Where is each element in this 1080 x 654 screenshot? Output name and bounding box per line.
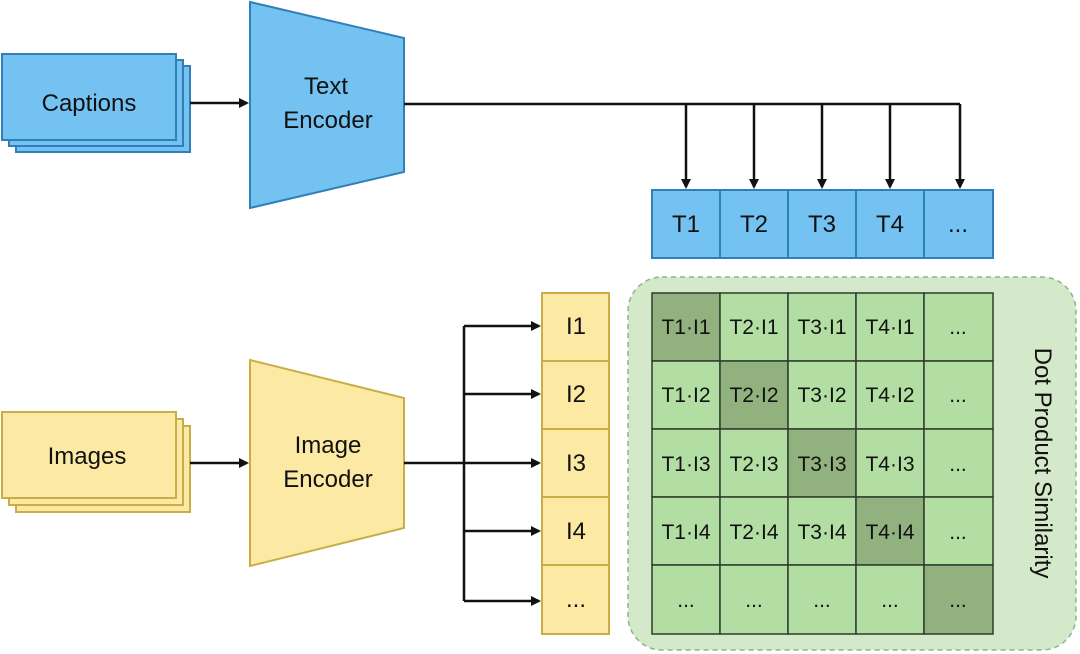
matrix-cell	[923, 428, 994, 498]
matrix-cell-label: T4·I2	[865, 384, 914, 407]
text-encoder-shape	[249, 0, 405, 210]
text-encoder-line2: Encoder	[283, 107, 372, 134]
image-token-i1: I1	[566, 313, 586, 340]
matrix-cell-label: T3·I1	[797, 316, 846, 339]
text-token-cell	[719, 189, 789, 259]
image-encoder-line2: Encoder	[283, 466, 372, 493]
text-encoder: Text Encoder	[249, 0, 405, 210]
matrix-cell	[651, 360, 721, 430]
image-token-cell	[541, 496, 610, 566]
captions-stack: Captions	[1, 53, 191, 153]
matrix-cell	[787, 292, 857, 362]
matrix-cell-label: T1·I4	[661, 521, 710, 544]
images-front-sheet	[1, 411, 177, 499]
text-token-t4: T4	[876, 211, 904, 238]
matrix-cell-label: T2·I1	[729, 316, 778, 339]
images-label: Images	[48, 443, 127, 470]
text-token-cell	[787, 189, 857, 259]
matrix-cell-label: ...	[949, 453, 967, 476]
matrix-cell-label: T2·I2	[729, 384, 778, 407]
image-encoder-line1: Image	[295, 432, 362, 459]
image-token-cell	[541, 428, 610, 498]
images-stack: Images	[1, 411, 191, 513]
matrix-cell-label: T2·I4	[729, 521, 778, 544]
matrix-cell	[787, 564, 857, 635]
matrix-cell-label: ...	[677, 589, 695, 612]
text-encoder-line1: Text	[304, 73, 348, 100]
matrix-cell	[923, 496, 994, 566]
matrix-cell-label: ...	[949, 316, 967, 339]
image-encoder: Image Encoder	[249, 358, 405, 568]
text-token-t3: T3	[808, 211, 836, 238]
matrix-cell	[651, 428, 721, 498]
captions-front-sheet	[1, 53, 177, 141]
image-token-i2: I2	[566, 381, 586, 408]
matrix-cell	[719, 564, 789, 635]
matrix-cell-label: T3·I4	[797, 521, 846, 544]
image-token-cell	[541, 292, 610, 362]
image-token-i4: I4	[566, 518, 586, 545]
text-token-row: T1 T2 T3 T4 ...	[651, 189, 994, 259]
image-token-cell	[541, 564, 610, 635]
matrix-cell	[651, 292, 721, 362]
similarity-matrix	[651, 292, 994, 635]
matrix-cell	[787, 360, 857, 430]
text-token-t2: T2	[740, 211, 768, 238]
matrix-cell-label: ...	[949, 589, 967, 612]
matrix-cell-label: ...	[881, 589, 899, 612]
matrix-cell	[719, 292, 789, 362]
matrix-cell-label: T3·I2	[797, 384, 846, 407]
text-token-t1: T1	[672, 211, 700, 238]
matrix-cell-label: T1·I1	[661, 316, 710, 339]
image-fanout	[404, 321, 541, 606]
matrix-cell	[923, 564, 994, 635]
text-token-cell	[923, 189, 994, 259]
matrix-cell	[923, 360, 994, 430]
matrix-cell	[651, 496, 721, 566]
matrix-cell-label: ...	[949, 384, 967, 407]
matrix-cell-label: T3·I3	[797, 453, 846, 476]
similarity-label: Dot Product Similarity	[1029, 348, 1056, 579]
text-fanout	[404, 102, 965, 189]
matrix-cell-label: T4·I3	[865, 453, 914, 476]
matrix-cell-label: T1·I2	[661, 384, 710, 407]
image-token-i3: I3	[566, 450, 586, 477]
matrix-cell	[855, 496, 925, 566]
image-encoder-shape	[249, 358, 405, 568]
matrix-cell	[855, 564, 925, 635]
matrix-cell	[855, 360, 925, 430]
matrix-cell-label: ...	[949, 521, 967, 544]
matrix-cell-label: T1·I3	[661, 453, 710, 476]
text-token-more: ...	[948, 211, 968, 238]
matrix-cell	[719, 360, 789, 430]
matrix-cell-label: T4·I4	[865, 521, 914, 544]
matrix-cell-label: T2·I3	[729, 453, 778, 476]
text-token-cell	[651, 189, 721, 259]
captions-label: Captions	[42, 90, 137, 117]
image-token-more: ...	[566, 586, 586, 613]
matrix-cell-label: ...	[745, 589, 763, 612]
similarity-matrix-labels: T1·I1 T2·I1 T3·I1 T4·I1 ... T1·I2 T2·I2 …	[661, 316, 966, 612]
matrix-cell-label: T4·I1	[865, 316, 914, 339]
matrix-cell-label: ...	[813, 589, 831, 612]
image-token-column: I1 I2 I3 I4 ...	[541, 292, 610, 635]
